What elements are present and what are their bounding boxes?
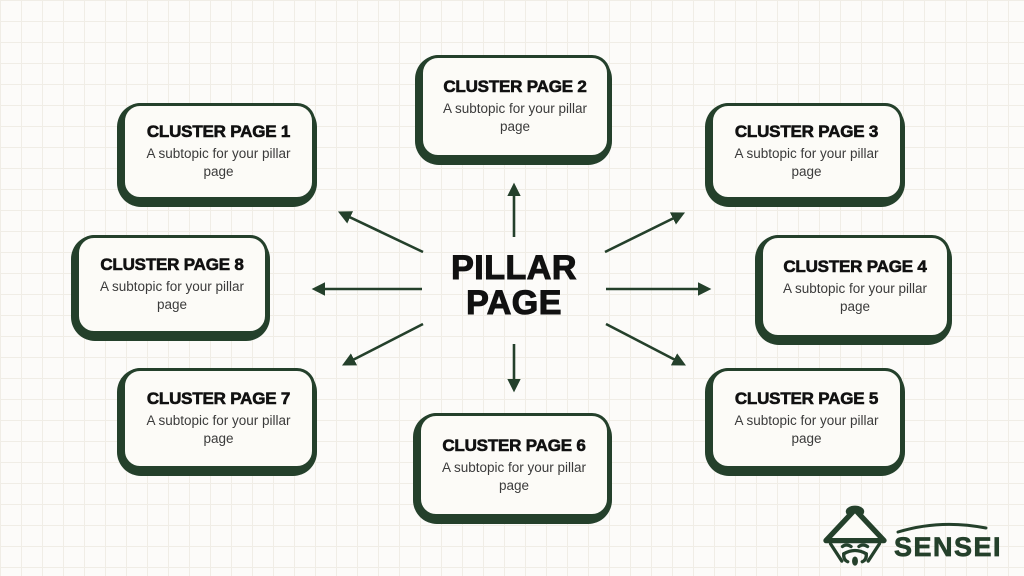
cluster-card-subtitle: A subtopic for your pillar page: [99, 279, 245, 312]
cluster-card-5: CLUSTER PAGE 5 A subtopic for your pilla…: [705, 368, 905, 476]
cluster-card-2: CLUSTER PAGE 2 A subtopic for your pilla…: [415, 55, 612, 165]
sensei-hat-face-icon: [823, 505, 887, 566]
cluster-card-8: CLUSTER PAGE 8 A subtopic for your pilla…: [71, 235, 270, 341]
brand-name: SENSEI: [894, 531, 1003, 562]
arrow-to-cluster-3: [604, 212, 686, 254]
cluster-card-6: CLUSTER PAGE 6 A subtopic for your pilla…: [413, 413, 612, 524]
arrow-to-cluster-1: [337, 211, 424, 254]
cluster-card-title: CLUSTER PAGE 8: [100, 255, 244, 275]
cluster-card-3: CLUSTER PAGE 3 A subtopic for your pilla…: [705, 103, 905, 207]
cluster-card-title: CLUSTER PAGE 2: [443, 77, 587, 97]
cluster-card-4: CLUSTER PAGE 4 A subtopic for your pilla…: [755, 235, 952, 345]
cluster-card-title: CLUSTER PAGE 7: [146, 389, 291, 409]
cluster-card-title: CLUSTER PAGE 5: [734, 389, 879, 409]
cluster-card-title: CLUSTER PAGE 1: [146, 122, 291, 142]
cluster-card-1: CLUSTER PAGE 1 A subtopic for your pilla…: [117, 103, 317, 207]
cluster-card-title: CLUSTER PAGE 6: [442, 435, 586, 456]
pillar-page-title: PILLAR PAGE: [451, 249, 577, 323]
cluster-card-subtitle: A subtopic for your pillar page: [734, 413, 879, 446]
arrow-to-cluster-5: [605, 322, 686, 366]
cluster-card-7: CLUSTER PAGE 7 A subtopic for your pilla…: [117, 368, 317, 476]
sensei-logo: SENSEI: [822, 500, 1002, 568]
cluster-card-title: CLUSTER PAGE 3: [734, 122, 879, 142]
arrow-to-cluster-7: [341, 322, 424, 366]
cluster-card-subtitle: A subtopic for your pillar page: [734, 146, 879, 179]
cluster-card-title: CLUSTER PAGE 4: [783, 257, 927, 277]
logo-swoosh: [896, 522, 988, 533]
cluster-card-subtitle: A subtopic for your pillar page: [782, 281, 928, 314]
cluster-card-subtitle: A subtopic for your pillar page: [146, 413, 291, 446]
cluster-card-subtitle: A subtopic for your pillar page: [442, 101, 588, 134]
cluster-card-subtitle: A subtopic for your pillar page: [441, 459, 587, 493]
cluster-card-subtitle: A subtopic for your pillar page: [146, 146, 291, 179]
